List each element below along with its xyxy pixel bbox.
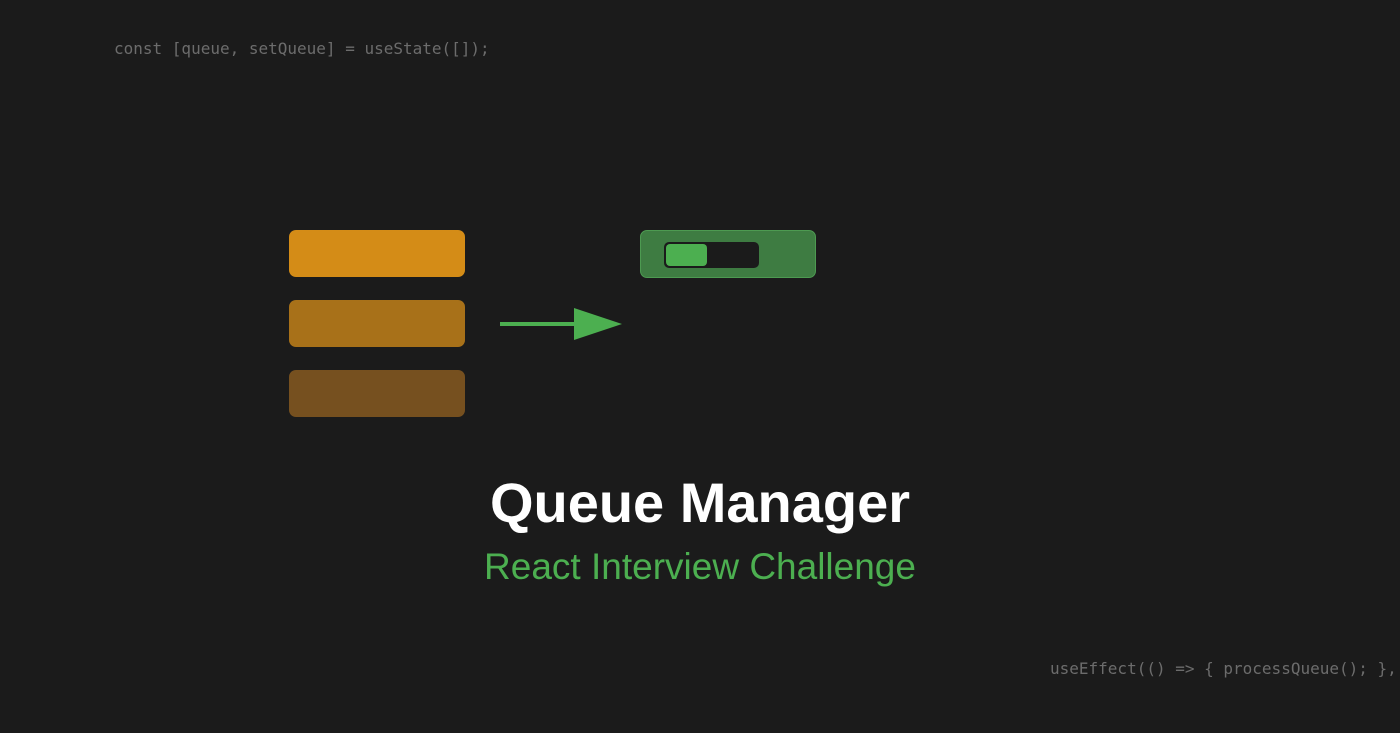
queue-item-1: [289, 230, 465, 277]
queue-item-3: [289, 370, 465, 417]
code-snippet-top: const [queue, setQueue] = useState([]);: [114, 39, 490, 58]
progress-bar: [664, 242, 759, 268]
arrow-right-icon: [500, 308, 622, 340]
progress-bar-fill: [666, 244, 707, 266]
processing-item: [640, 230, 816, 278]
code-snippet-bottom: useEffect(() => { processQueue(); },: [1050, 659, 1397, 678]
queue-item-2: [289, 300, 465, 347]
page-title: Queue Manager: [489, 471, 911, 534]
page-subtitle: React Interview Challenge: [484, 546, 916, 587]
